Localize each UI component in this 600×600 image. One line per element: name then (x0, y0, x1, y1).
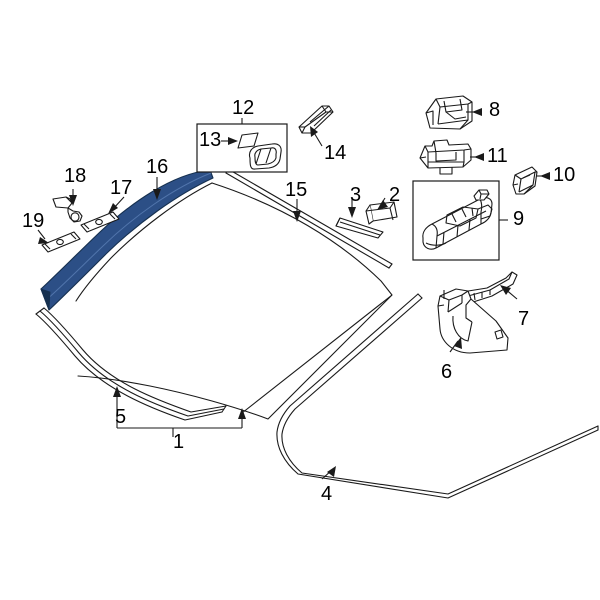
callout-label-5[interactable]: 5 (115, 406, 127, 428)
arrowhead-callout-14 (310, 126, 318, 137)
arrowhead-callout-17 (108, 203, 118, 214)
arrowhead-callout-1 (238, 408, 246, 419)
callout-label-15[interactable]: 15 (285, 179, 308, 201)
arrowhead-callout-3 (348, 207, 356, 218)
callout-label-12[interactable]: 12 (232, 97, 255, 119)
arrowhead-callout-7 (500, 285, 511, 295)
part-3-side-dam-spacer (335, 217, 384, 239)
highlighted-part-16-roof-drip-moulding (40, 169, 214, 311)
windshield-glass-right-part-4 (276, 293, 599, 499)
arrowhead-callout-5 (113, 386, 121, 397)
part-13-antenna-pad (237, 132, 259, 149)
callout-label-1[interactable]: 1 (173, 431, 185, 453)
callout-label-9[interactable]: 9 (513, 208, 525, 230)
cowl-moulding-part-5 (35, 307, 227, 421)
callout-label-14[interactable]: 14 (324, 142, 347, 164)
part-9-console-body (422, 197, 493, 250)
leader-line-1 (241, 294, 393, 414)
callout-label-17[interactable]: 17 (110, 177, 133, 199)
callout-label-10[interactable]: 10 (553, 164, 576, 186)
arrowhead-callout-4 (327, 466, 336, 477)
callout-label-6[interactable]: 6 (441, 361, 453, 383)
arrowhead-callout-2 (377, 200, 388, 210)
part-6-mirror-base-bracket (437, 288, 509, 354)
windshield-glass-outline (75, 182, 393, 420)
part-14-roof-moulding-end-cap (298, 105, 334, 134)
part-12-antenna-body (248, 143, 282, 170)
part-19-moulding-retainer-clip-lower (41, 231, 81, 253)
part-17-moulding-retainer-clip-upper (80, 211, 120, 233)
arrowhead-callout-8 (472, 108, 482, 116)
callout-label-16[interactable]: 16 (146, 156, 169, 178)
dimension-bracket-1 (116, 392, 243, 437)
callout-label-18[interactable]: 18 (64, 165, 87, 187)
part-9-small-clip (473, 189, 490, 201)
callout-label-2[interactable]: 2 (389, 184, 401, 206)
arrowhead-callout-16 (153, 189, 161, 200)
arrowhead-callout-13 (228, 137, 238, 145)
arrowhead-callout-19 (38, 237, 49, 244)
callout-label-13[interactable]: 13 (199, 129, 222, 151)
part-18-push-pin-fastener (52, 196, 83, 223)
part-10-rain-sensor-cover-clip (512, 166, 538, 195)
callout-label-19[interactable]: 19 (22, 210, 45, 232)
callout-label-3[interactable]: 3 (350, 184, 362, 206)
part-8-sensor-bracket-upper (425, 95, 473, 130)
part-2-upper-clip-cover (365, 201, 398, 225)
callout-label-4[interactable]: 4 (321, 483, 333, 505)
arrowhead-callout-15 (293, 211, 301, 222)
leader-line-19 (37, 229, 46, 240)
arrowhead-callout-18 (69, 195, 77, 206)
arrowhead-callout-6 (454, 337, 462, 349)
arrowhead-callout-11 (474, 153, 484, 161)
side-moulding-part-15 (225, 168, 393, 269)
callout-label-8[interactable]: 8 (489, 99, 501, 121)
arrowhead-callout-10 (540, 172, 550, 180)
callout-label-7[interactable]: 7 (518, 308, 530, 330)
callout-label-11[interactable]: 11 (487, 145, 508, 167)
part-11-sensor-bracket-lower (419, 139, 472, 175)
